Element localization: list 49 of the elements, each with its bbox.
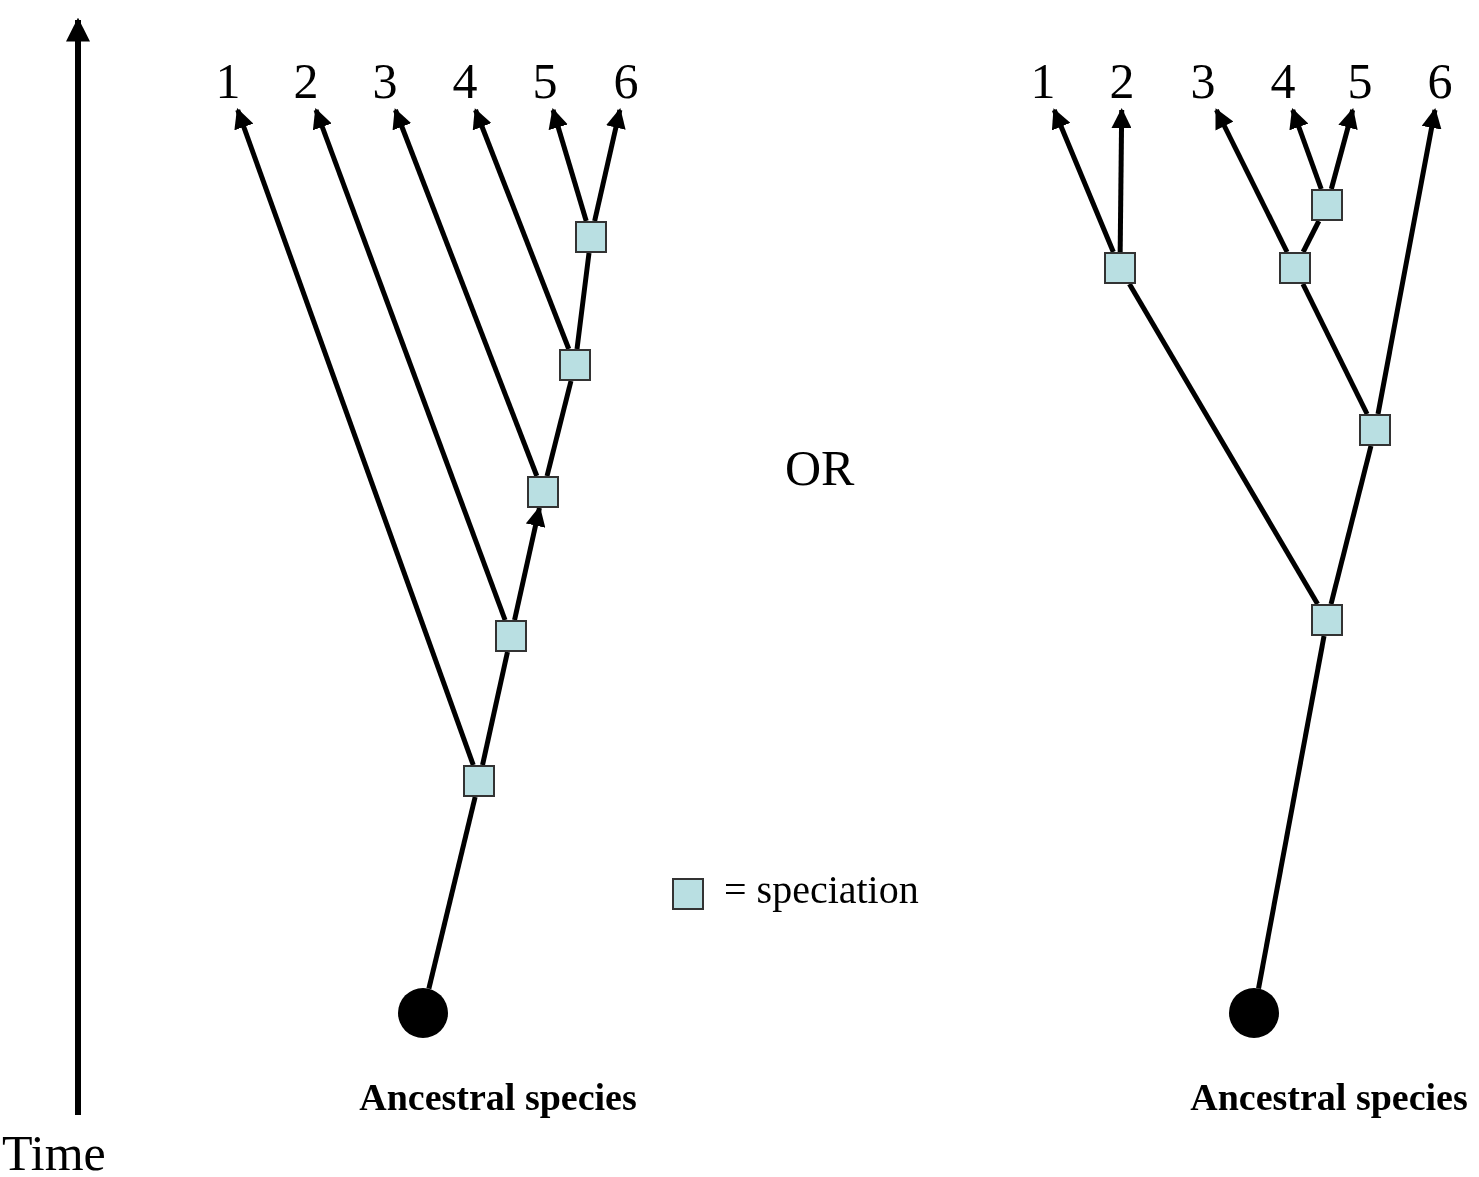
branch-line xyxy=(1127,282,1320,606)
branch-arrow xyxy=(1375,108,1442,415)
species-number: 3 xyxy=(372,56,398,106)
ancestor-label: Ancestral species xyxy=(359,1078,637,1116)
branch-arrow xyxy=(1051,108,1116,253)
speciation-square xyxy=(1359,414,1391,446)
branch-arrow xyxy=(472,108,572,350)
branch-arrow xyxy=(392,108,540,477)
species-number: 6 xyxy=(1427,56,1453,106)
species-number: 5 xyxy=(1347,56,1373,106)
speciation-square xyxy=(527,476,559,508)
speciation-square xyxy=(575,221,607,253)
branch-arrow xyxy=(512,506,546,621)
branch-arrow xyxy=(1111,108,1132,253)
speciation-square xyxy=(1104,252,1136,284)
branch-line xyxy=(1256,635,1327,989)
speciation-square xyxy=(1279,252,1311,284)
speciation-square xyxy=(1311,189,1343,221)
branch-arrow xyxy=(1328,108,1358,190)
ancestor-label: Ancestral species xyxy=(1190,1078,1468,1116)
branch-arrow xyxy=(312,108,508,621)
speciation-square xyxy=(559,349,591,381)
branch-line xyxy=(480,651,510,766)
branch-line xyxy=(1300,219,1322,254)
branch-line xyxy=(1328,445,1374,605)
speciation-square xyxy=(463,765,495,797)
species-number: 3 xyxy=(1190,56,1216,106)
speciation-square xyxy=(1311,604,1343,636)
species-number: 1 xyxy=(1030,56,1056,106)
branch-arrow xyxy=(1214,108,1290,254)
branch-line xyxy=(426,796,478,990)
branch-arrow xyxy=(1289,108,1324,190)
species-number: 2 xyxy=(293,56,319,106)
species-number: 4 xyxy=(452,56,478,106)
branch-line xyxy=(574,252,592,350)
species-number: 6 xyxy=(613,56,639,106)
species-number: 5 xyxy=(532,56,558,106)
branch-arrow xyxy=(548,108,589,222)
legend-text: = speciation xyxy=(724,870,919,910)
or-label: OR xyxy=(785,443,855,493)
branch-arrow xyxy=(234,108,476,766)
speciation-square xyxy=(495,620,527,652)
species-number: 2 xyxy=(1109,56,1135,106)
branch-line xyxy=(1300,282,1370,416)
branch-arrow xyxy=(592,108,626,222)
species-number: 1 xyxy=(215,56,241,106)
axis-title: Time xyxy=(2,1128,106,1177)
species-number: 4 xyxy=(1270,56,1296,106)
branch-line xyxy=(544,380,574,477)
